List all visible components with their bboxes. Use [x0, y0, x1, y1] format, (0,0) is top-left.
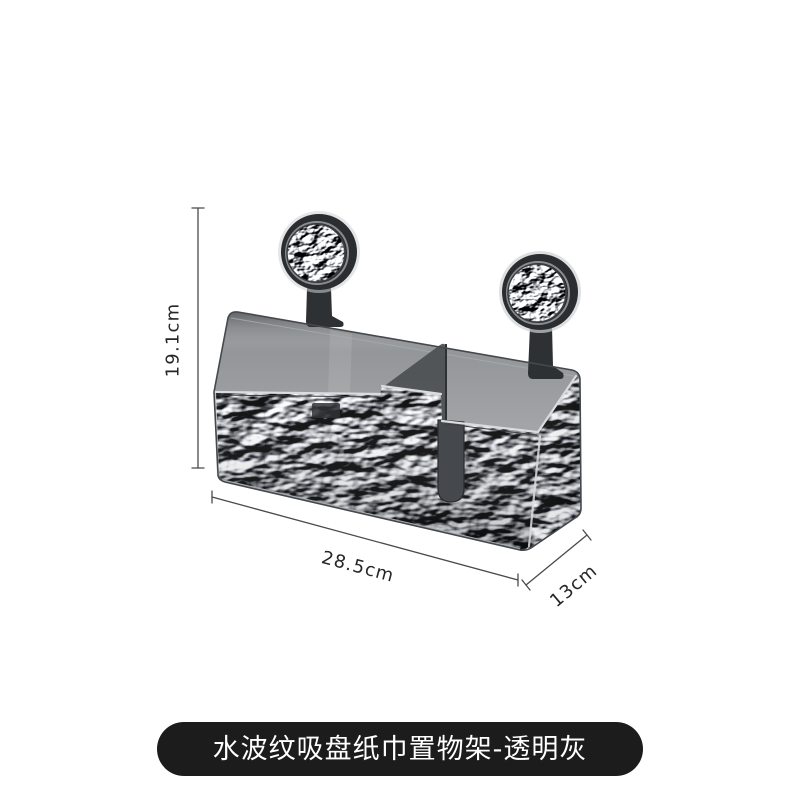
product-caption-text: 水波纹吸盘纸巾置物架-透明灰 — [212, 733, 588, 765]
suction-cup-right — [499, 251, 581, 333]
suction-cup-left-disc-edge — [286, 223, 346, 283]
suction-cup-right-disc — [508, 264, 566, 322]
tissue-pull-slot — [437, 419, 465, 503]
right-hanger — [528, 326, 564, 379]
front-rim-right-shadow — [445, 423, 538, 436]
base-edge — [221, 479, 521, 550]
back-wall-rim-highlight — [230, 317, 575, 377]
front-rim-right — [440, 419, 539, 434]
suction-cup-right-inner-ring — [506, 261, 570, 325]
front-rim-left — [213, 390, 382, 396]
suction-cup-left — [278, 211, 360, 293]
back-wall-reflection — [328, 330, 352, 398]
product-caption-pill: 水波纹吸盘纸巾置物架-透明灰 — [157, 722, 643, 776]
depth-dimension-label: 13cm — [546, 560, 602, 612]
rack-outline — [213, 311, 582, 552]
suction-cup-left-disc — [287, 224, 345, 282]
front-rim-left-shadow — [214, 394, 381, 398]
back-hanging-slot — [312, 403, 340, 418]
divider-front-rim — [380, 384, 443, 396]
side-wall-shading — [528, 374, 581, 549]
tissue-rack — [213, 288, 582, 552]
depth-dimension-tick-back — [582, 529, 592, 541]
height-dimension-label: 19.1cm — [163, 303, 184, 378]
depth-dimension-tick-front — [521, 579, 531, 591]
front-right-edge — [527, 434, 542, 548]
depth-dimension-line — [525, 534, 588, 586]
suction-cup-right-disc-edge — [507, 263, 567, 323]
height-dimension: 19.1cm — [163, 207, 205, 469]
left-hanger — [306, 288, 344, 327]
width-dimension-line — [211, 496, 519, 581]
side-rim — [536, 374, 578, 434]
suction-cup-left-inner-ring — [285, 221, 349, 285]
width-dimension-label: 28.5cm — [319, 547, 397, 587]
